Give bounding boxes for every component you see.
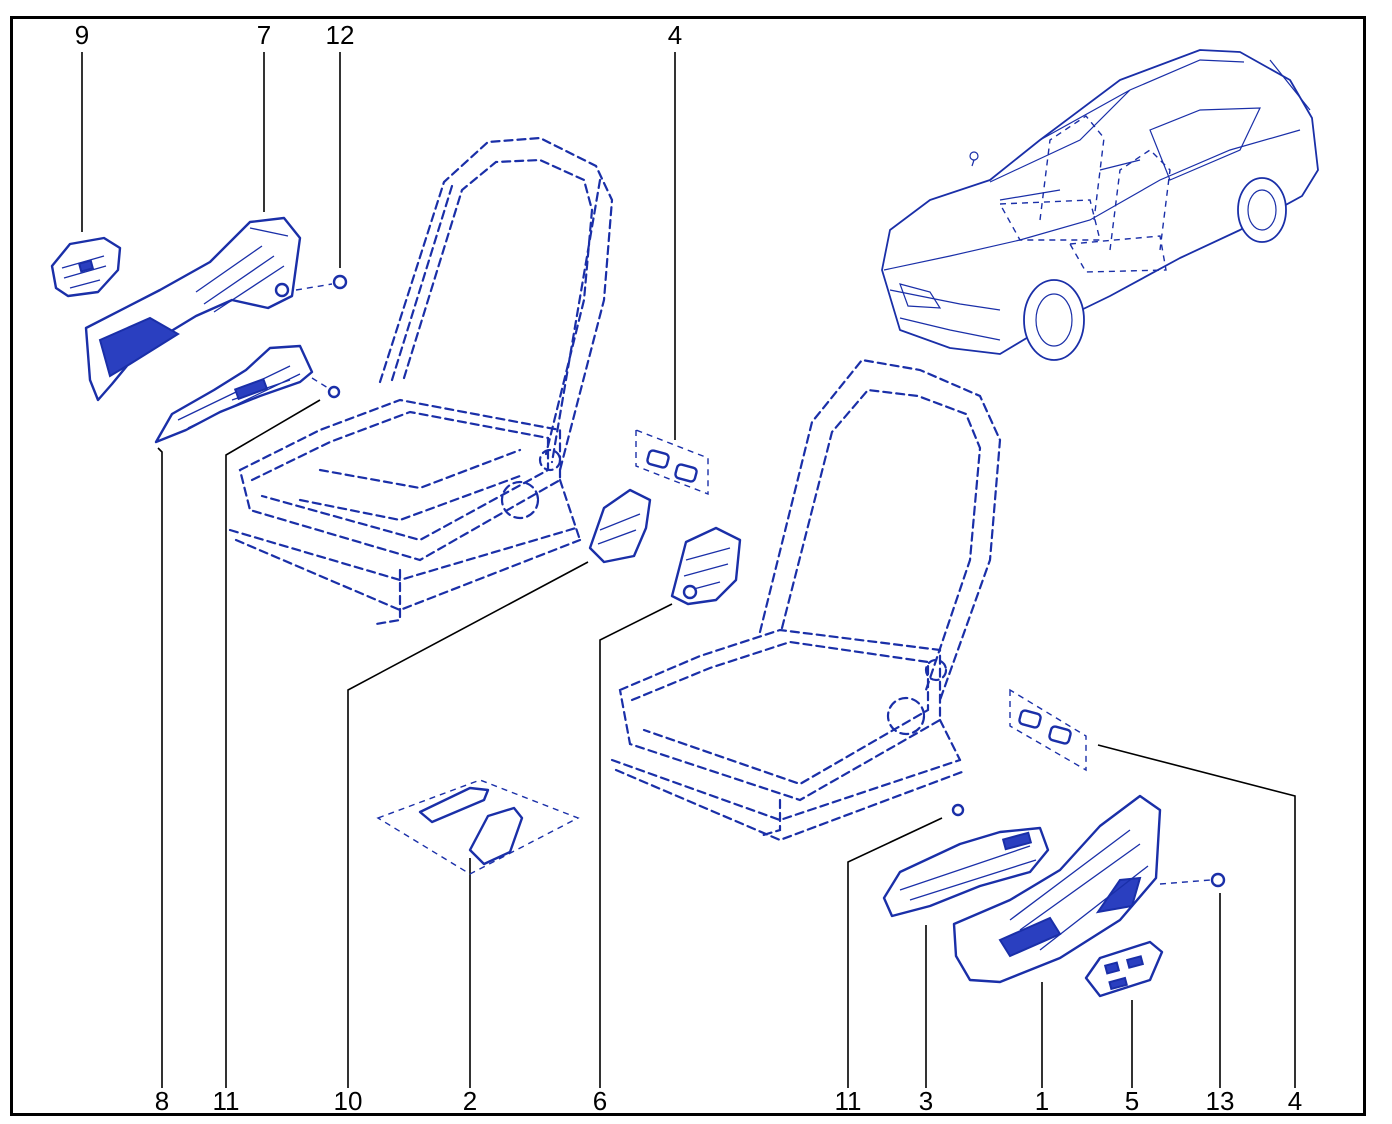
car-overview <box>881 49 1319 361</box>
part-12-screw <box>332 274 348 290</box>
part-11-screw-right <box>951 803 965 817</box>
part-4-clips-top <box>635 428 709 496</box>
leader-11-left <box>225 399 321 1088</box>
part-3-inner-trim-right <box>882 826 1050 918</box>
part-6-hinge-bracket <box>670 526 742 606</box>
leader-8 <box>157 447 163 1088</box>
callout-1: 1 <box>1035 1086 1049 1116</box>
part-4-clips-bottom <box>1009 688 1087 772</box>
part-8-inner-trim <box>154 344 314 444</box>
part-13-screw <box>1210 872 1226 888</box>
leader-11-right <box>847 817 943 1088</box>
callout-4-bottom: 4 <box>1288 1086 1302 1116</box>
part-2-handles <box>376 779 580 875</box>
leader-6 <box>599 603 673 1088</box>
callout-13: 13 <box>1206 1086 1235 1116</box>
part-7-outer-trim <box>84 216 302 402</box>
callout-11-right: 11 <box>835 1086 862 1116</box>
callout-11-left: 11 <box>213 1086 240 1116</box>
part-11-screw-left <box>327 385 341 399</box>
callout-2: 2 <box>463 1086 477 1116</box>
leader-4-bottom <box>1097 744 1296 1088</box>
callout-7: 7 <box>257 20 271 50</box>
callout-6: 6 <box>593 1086 607 1116</box>
callout-8: 8 <box>155 1086 169 1116</box>
left-seat-frame <box>228 136 614 626</box>
callout-3: 3 <box>919 1086 933 1116</box>
callout-4-top: 4 <box>668 20 682 50</box>
callout-10: 10 <box>334 1086 363 1116</box>
callout-12: 12 <box>326 20 355 50</box>
callout-9: 9 <box>75 20 89 50</box>
part-9-switch-module <box>50 236 122 298</box>
right-seat-frame <box>610 358 1002 842</box>
part-5-switch-panel <box>1084 940 1164 998</box>
leader-lines <box>81 52 1296 1088</box>
part-1-outer-trim-right <box>952 794 1162 984</box>
part-10-hinge-cover <box>588 488 652 564</box>
callout-5: 5 <box>1125 1086 1139 1116</box>
leader-10 <box>347 561 589 1088</box>
